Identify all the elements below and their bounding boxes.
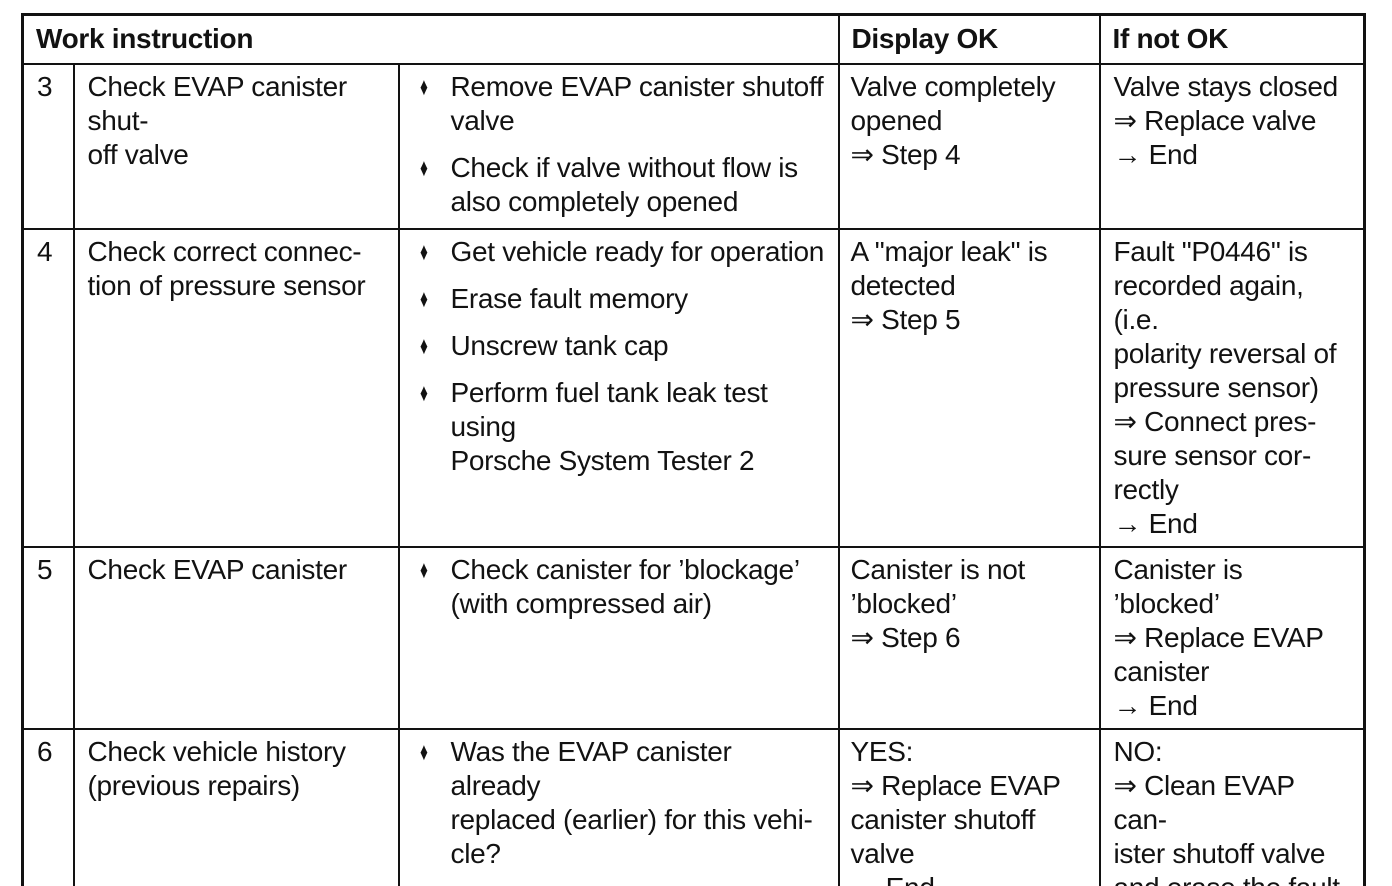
action-text: Get vehicle ready for operation [450,236,825,267]
action-item: ♦ Check if valve without flow is also com… [420,151,828,219]
step-number-cell: 3 [21,63,75,230]
diamond-bullet-icon: ♦ [419,238,428,266]
if-not-ok-cell: Fault "P0446" is recorded again, (i.e. p… [1098,228,1366,548]
work-instruction-cell: Check EVAP canister shut- off valve [72,63,400,230]
work-instruction-cell: Check EVAP canister [72,546,400,730]
diamond-bullet-icon: ♦ [419,556,428,584]
header-work-instruction: Work instruction [21,13,840,65]
action-text: Remove EVAP canister shutoff valve [450,71,824,136]
display-ok-cell: YES: ⇒ Replace EVAP canister shutoff val… [837,728,1101,886]
display-ok-cell: Canister is not ’blocked’ ⇒ Step 6 [837,546,1101,730]
diamond-bullet-icon: ♦ [419,738,428,766]
action-item: ♦ Get vehicle ready for operation [420,235,828,269]
display-ok-cell: Valve completely opened ⇒ Step 4 [837,63,1101,230]
action-text: Perform fuel tank leak test using Porsch… [450,377,768,476]
step-number-cell: 5 [21,546,75,730]
action-text: Erase fault memory [450,283,689,314]
header-row: Work instruction Display OK If not OK [21,13,1366,65]
step-number-cell: 6 [21,728,75,886]
action-item: ♦ Perform fuel tank leak test using Porsc… [420,376,828,478]
display-ok-cell: A "major leak" is detected ⇒ Step 5 [837,228,1101,548]
action-item: ♦ Unscrew tank cap [420,329,828,363]
table-header: Work instruction Display OK If not OK [21,13,1366,65]
actions-cell: ♦ Check canister for ’blockage’ (with com… [397,546,840,730]
action-item: ♦ Remove EVAP canister shutoff valve [420,70,828,138]
diamond-bullet-icon: ♦ [419,73,428,101]
action-text: Was the EVAP canister already replaced (… [450,736,813,869]
header-display-ok: Display OK [837,13,1101,65]
actions-cell: ♦ Remove EVAP canister shutoff valve ♦ Chec… [397,63,840,230]
action-item: ♦ Check canister for ’blockage’ (with com… [420,553,828,621]
action-text: Check if valve without flow is also comp… [450,152,799,217]
action-text: Check canister for ’blockage’ (with comp… [450,554,801,619]
diamond-bullet-icon: ♦ [419,379,428,407]
diamond-bullet-icon: ♦ [419,154,428,182]
action-item: ♦ Erase fault memory [420,282,828,316]
diamond-bullet-icon: ♦ [419,285,428,313]
step-number-cell: 4 [21,228,75,548]
work-instruction-cell: Check correct connec- tion of pressure s… [72,228,400,548]
actions-cell: ♦ Was the EVAP canister already replaced … [397,728,840,886]
action-item: ♦ Was the EVAP canister already replaced … [420,735,828,871]
diamond-bullet-icon: ♦ [419,332,428,360]
action-text: Unscrew tank cap [450,330,669,361]
actions-cell: ♦ Get vehicle ready for operation ♦ Erase f… [397,228,840,548]
work-instruction-cell: Check vehicle history (previous repairs) [72,728,400,886]
if-not-ok-cell: Canister is ’blocked’ ⇒ Replace EVAP can… [1098,546,1366,730]
if-not-ok-cell: NO: ⇒ Clean EVAP can- ister shutoff valv… [1098,728,1366,886]
if-not-ok-cell: Valve stays closed ⇒ Replace valve → End [1098,63,1366,230]
header-if-not-ok: If not OK [1098,13,1366,65]
